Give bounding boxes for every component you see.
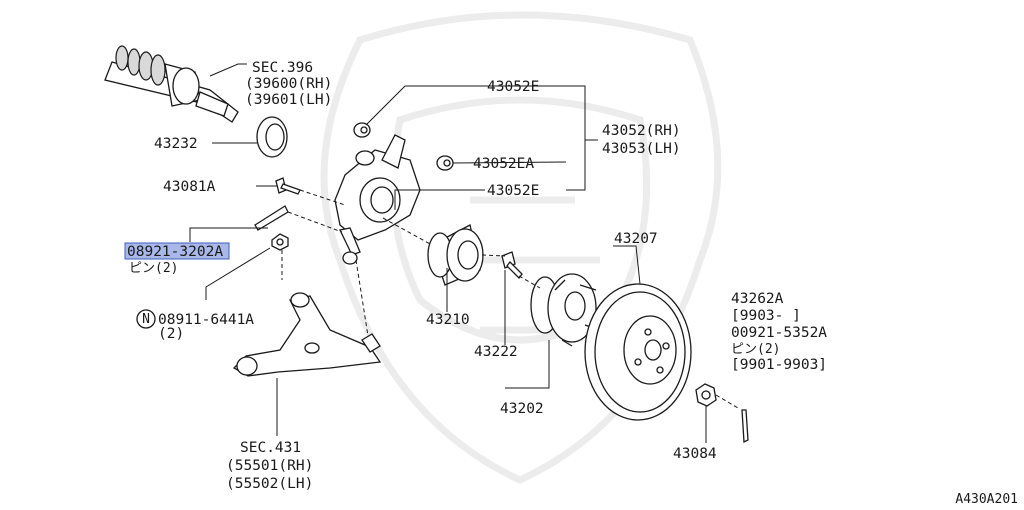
hub-bolt-43222 (501, 251, 523, 279)
hub-bearing-43210 (427, 224, 484, 286)
hub-nut-43084 (695, 383, 717, 407)
svg-text:(55501(RH): (55501(RH) (226, 458, 313, 474)
label-43052e-top[interactable]: 43052E (487, 79, 539, 95)
label-43084[interactable]: 43084 (673, 446, 717, 462)
label-08911[interactable]: N 08911-6441A (2) (136, 309, 254, 342)
bolt-43081a (275, 177, 301, 195)
svg-text:SEC.431: SEC.431 (240, 440, 301, 456)
knuckle-assembly (334, 134, 421, 265)
svg-text:00921-5352A: 00921-5352A (731, 325, 827, 341)
label-sec431[interactable]: SEC.431 (55501(RH) (55502(LH) (226, 440, 313, 492)
svg-text:43052(RH): 43052(RH) (602, 123, 681, 139)
leader-lines (189, 63, 707, 443)
svg-text:(55502(LH): (55502(LH) (226, 476, 313, 492)
label-43207[interactable]: 43207 (614, 231, 658, 247)
label-43262a[interactable]: 43262A [9903- ] 00921-5352A ピン(2) [9901-… (731, 291, 827, 373)
lower-arm (232, 292, 382, 377)
n-mark: N (142, 312, 150, 327)
svg-text:ピン(2): ピン(2) (731, 342, 780, 357)
svg-text:(39600(RH): (39600(RH) (245, 76, 332, 92)
selection-highlight (124, 242, 230, 260)
label-43222[interactable]: 43222 (474, 344, 518, 360)
seal-43232 (256, 116, 288, 158)
svg-text:[9901-9903]: [9901-9903] (731, 357, 827, 373)
svg-text:SEC.396: SEC.396 (252, 60, 313, 76)
label-43202[interactable]: 43202 (500, 401, 544, 417)
svg-text:[9903- ]: [9903- ] (731, 308, 801, 324)
bushing-43052e-top (353, 122, 371, 138)
svg-text:43053(LH): 43053(LH) (602, 141, 681, 157)
svg-text:08921-3202A: 08921-3202A (127, 244, 223, 260)
svg-text:(39601(LH): (39601(LH) (245, 92, 332, 108)
figure-code: A430A201 (955, 492, 1018, 507)
label-43081a[interactable]: 43081A (163, 179, 216, 195)
cotter-pin-43262a (741, 409, 749, 444)
cotter-pin (254, 205, 289, 231)
label-08921-rest: A (214, 244, 223, 260)
drive-shaft (104, 45, 239, 123)
label-knuckle[interactable]: 43052(RH) 43053(LH) (602, 123, 681, 157)
label-43052ea[interactable]: 43052EA (473, 156, 534, 172)
label-43232[interactable]: 43232 (154, 136, 198, 152)
label-08921-selected: 08921-3202 (127, 244, 214, 260)
label-sec396[interactable]: SEC.396 (39600(RH) (39601(LH) (245, 60, 332, 108)
svg-text:ピン(2): ピン(2) (129, 261, 178, 276)
svg-text:(2): (2) (158, 326, 184, 342)
svg-text:43262A: 43262A (731, 291, 784, 307)
svg-text:08911-6441A: 08911-6441A (158, 312, 254, 328)
label-43052e-bottom[interactable]: 43052E (487, 183, 539, 199)
label-43210[interactable]: 43210 (426, 312, 470, 328)
brake-rotor-43207 (584, 283, 692, 421)
nut-08911 (271, 233, 289, 251)
bushing-43052ea (436, 155, 454, 171)
label-08921[interactable]: 08921-3202A ピン(2) (127, 244, 223, 276)
assembly-lines (281, 189, 739, 409)
